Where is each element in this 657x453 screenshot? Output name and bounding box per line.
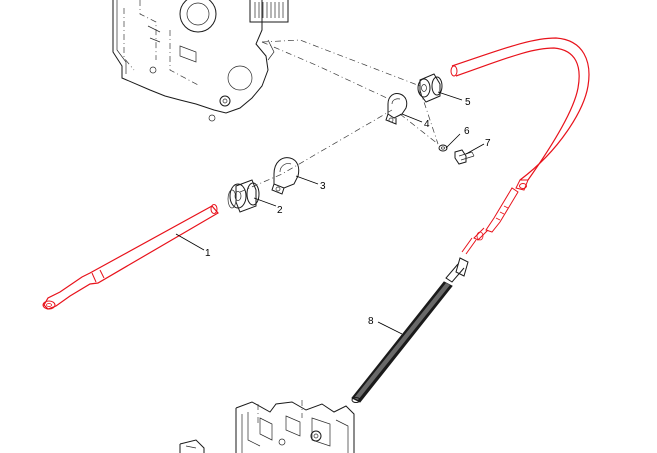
part-8-rod — [351, 257, 469, 403]
part-7-bolt — [454, 149, 475, 165]
part-1-rod — [42, 204, 219, 310]
engine-housing — [112, 0, 289, 122]
assembly-centerlines — [239, 39, 439, 193]
part-2-bushing — [227, 179, 260, 213]
part-5-bushing — [417, 73, 443, 103]
control-cable — [450, 37, 590, 255]
callout-6: 6 — [464, 126, 470, 137]
part-4-clamp — [385, 93, 408, 125]
part-6-washer — [438, 144, 448, 152]
bottom-housing — [179, 400, 355, 453]
callout-4: 4 — [424, 119, 430, 130]
callout-2: 2 — [277, 205, 283, 216]
callout-labels: 1 2 3 4 5 6 7 8 — [205, 97, 491, 327]
callout-8: 8 — [368, 316, 374, 327]
callout-1: 1 — [205, 248, 211, 259]
callout-5: 5 — [465, 97, 471, 108]
part-3-clamp — [271, 157, 300, 195]
leader-lines — [175, 91, 485, 335]
callout-7: 7 — [485, 138, 491, 149]
callout-3: 3 — [320, 181, 326, 192]
